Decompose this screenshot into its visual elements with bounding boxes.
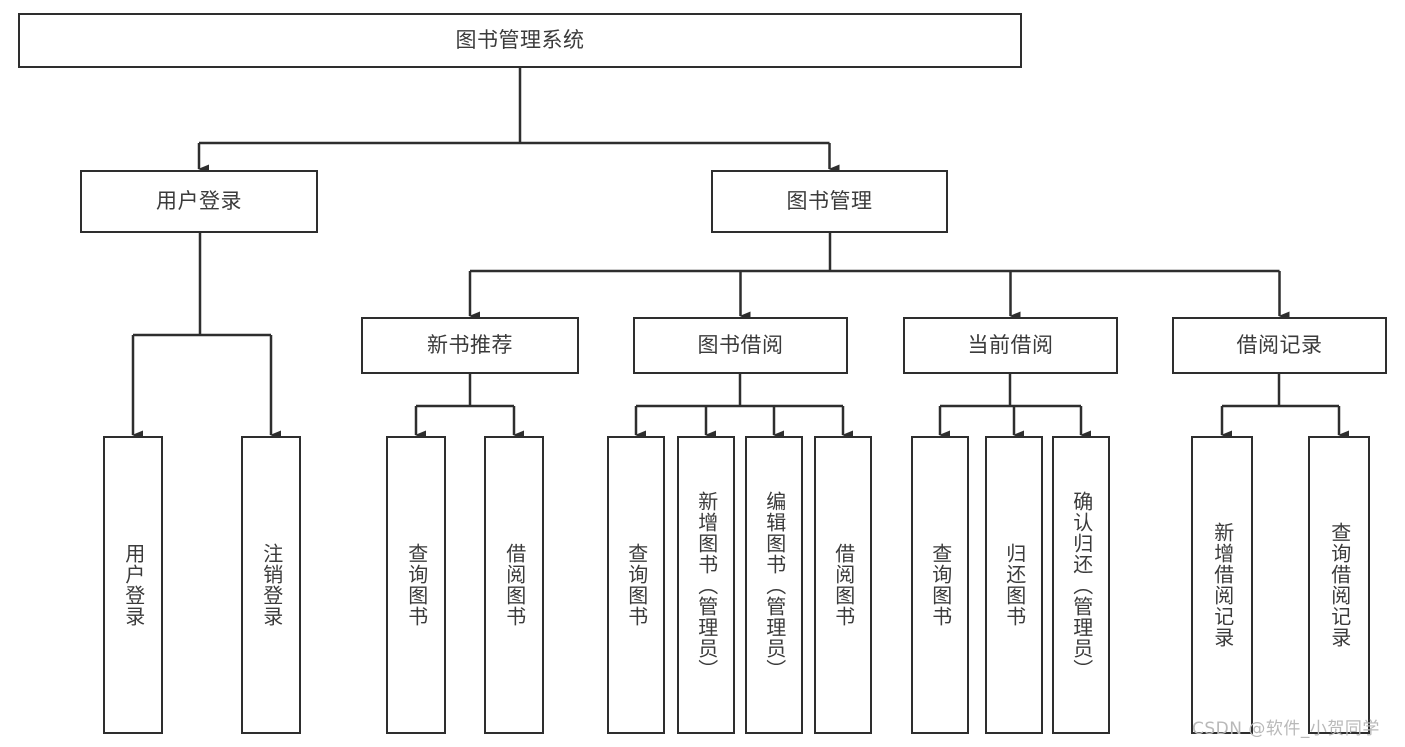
tree-node-leaf_8[interactable]: 查询图书	[911, 436, 969, 734]
tree-node-label: 图书借阅	[697, 333, 784, 358]
tree-node-label: 新增借阅记录	[1210, 522, 1235, 648]
tree-node-l3_2[interactable]: 当前借阅	[903, 317, 1118, 374]
tree-node-leaf_2[interactable]: 查询图书	[386, 436, 446, 734]
tree-node-label: 查询图书	[624, 543, 649, 627]
tree-node-label: 查询借阅记录	[1327, 522, 1352, 648]
tree-node-l2_0[interactable]: 用户登录	[80, 170, 318, 233]
tree-node-label: 图书管理系统	[455, 28, 585, 53]
tree-node-label: 当前借阅	[967, 333, 1054, 358]
tree-node-l3_0[interactable]: 新书推荐	[361, 317, 579, 374]
tree-node-leaf_1[interactable]: 注销登录	[241, 436, 301, 734]
tree-node-leaf_12[interactable]: 查询借阅记录	[1308, 436, 1370, 734]
tree-node-label: 归还图书	[1002, 543, 1027, 627]
tree-node-leaf_10[interactable]: 确认归还（管理员）	[1052, 436, 1110, 734]
tree-node-label: 用户登录	[156, 189, 242, 214]
tree-node-leaf_5[interactable]: 新增图书（管理员）	[677, 436, 735, 734]
tree-node-label: 借阅图书	[502, 543, 527, 627]
watermark-label: CSDN @软件_小贺同学	[1192, 719, 1380, 739]
tree-node-leaf_9[interactable]: 归还图书	[985, 436, 1043, 734]
tree-node-leaf_11[interactable]: 新增借阅记录	[1191, 436, 1253, 734]
tree-node-label: 借阅图书	[831, 543, 856, 627]
tree-node-leaf_7[interactable]: 借阅图书	[814, 436, 872, 734]
tree-node-label: 查询图书	[404, 543, 429, 627]
tree-node-leaf_0[interactable]: 用户登录	[103, 436, 163, 734]
tree-node-label: 借阅记录	[1236, 333, 1323, 358]
tree-node-label: 新增图书（管理员）	[694, 490, 719, 680]
tree-node-leaf_4[interactable]: 查询图书	[607, 436, 665, 734]
tree-node-label: 用户登录	[121, 543, 146, 627]
tree-node-root[interactable]: 图书管理系统	[18, 13, 1022, 68]
tree-node-label: 确认归还（管理员）	[1069, 490, 1094, 680]
tree-node-label: 编辑图书（管理员）	[762, 490, 787, 680]
tree-node-label: 新书推荐	[427, 333, 513, 358]
tree-node-leaf_6[interactable]: 编辑图书（管理员）	[745, 436, 803, 734]
tree-node-l3_3[interactable]: 借阅记录	[1172, 317, 1387, 374]
tree-node-l3_1[interactable]: 图书借阅	[633, 317, 848, 374]
tree-node-label: 注销登录	[259, 543, 284, 627]
tree-node-l2_1[interactable]: 图书管理	[711, 170, 948, 233]
tree-node-label: 查询图书	[928, 543, 953, 627]
tree-node-label: 图书管理	[786, 189, 873, 214]
tree-node-leaf_3[interactable]: 借阅图书	[484, 436, 544, 734]
tree-edges	[131, 68, 1349, 440]
